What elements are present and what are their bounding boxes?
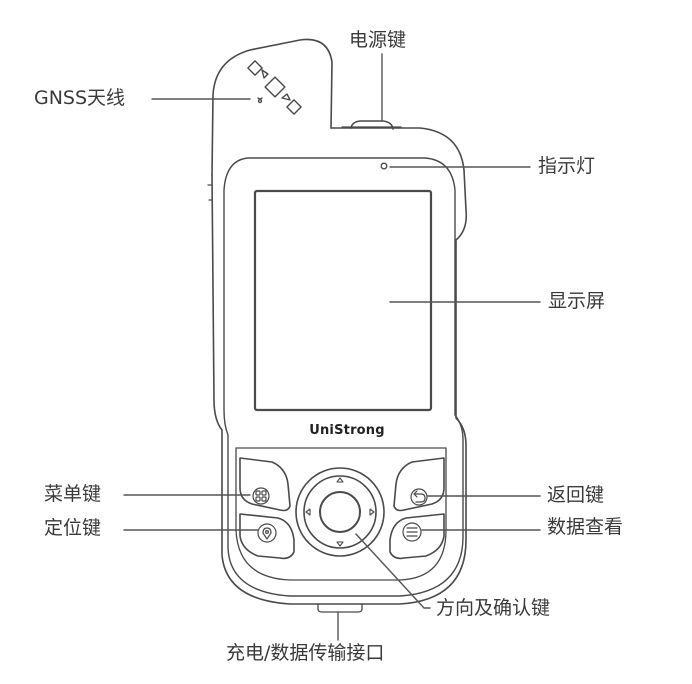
display-screen	[253, 189, 433, 412]
keypad-frame	[235, 447, 447, 581]
arrow-down-icon	[336, 541, 344, 547]
arrow-right-icon	[369, 508, 375, 516]
indicator-light-label: 指示灯	[538, 155, 596, 177]
gnss-antenna-label: GNSS天线	[34, 87, 126, 109]
arrow-up-icon	[336, 477, 344, 483]
indicator-light-dot	[380, 162, 388, 170]
menu-key-shape	[239, 457, 291, 512]
brand-logo: UniStrong	[309, 423, 385, 438]
power-key-label: 电源键	[349, 29, 407, 51]
direction-confirm-key-label: 方向及确认键	[436, 597, 551, 619]
locate-key-label: 定位键	[44, 517, 102, 539]
locate-key-shape	[239, 513, 295, 560]
antenna-housing	[211, 38, 333, 176]
data-view-key-shape	[389, 513, 445, 560]
menu-key-icon	[252, 487, 270, 505]
locate-key-icon	[257, 523, 277, 543]
data-view-key-icon	[402, 522, 422, 542]
charge-port	[317, 603, 363, 613]
charge-data-port-label: 充电/数据传输接口	[226, 642, 385, 664]
leader-lines	[123, 53, 541, 641]
display-screen-label: 显示屏	[548, 290, 606, 312]
device-body-outer	[211, 127, 468, 605]
power-button	[350, 120, 394, 130]
device-body-inner	[223, 157, 464, 597]
gnss-satellite-icon	[247, 60, 302, 115]
back-key-label: 返回键	[547, 484, 605, 506]
back-key-icon	[410, 488, 428, 506]
menu-key-label: 菜单键	[44, 483, 102, 505]
leader-dpad	[355, 533, 431, 609]
back-key-shape	[393, 457, 445, 512]
data-view-label: 数据查看	[547, 516, 624, 538]
side-notch	[207, 184, 213, 201]
direction-pad	[295, 467, 385, 557]
arrow-left-icon	[305, 508, 311, 516]
